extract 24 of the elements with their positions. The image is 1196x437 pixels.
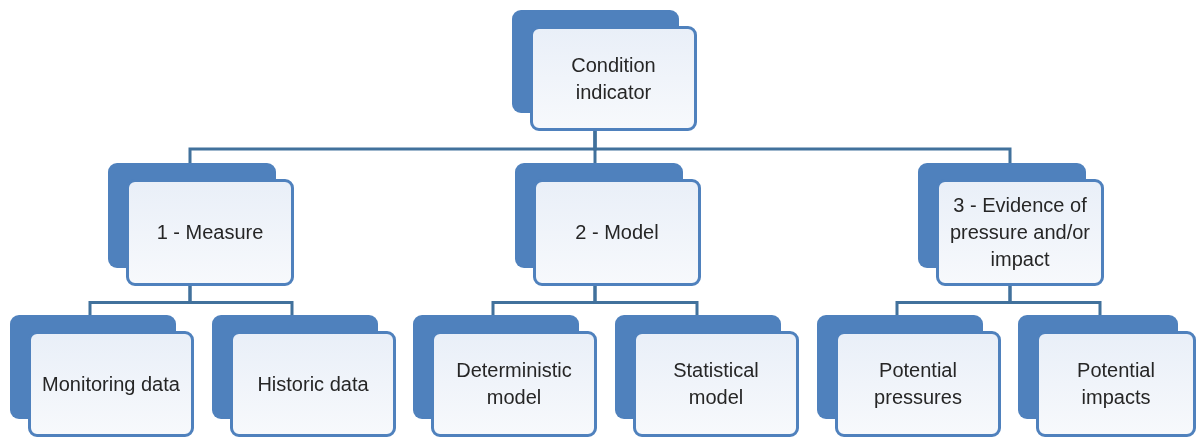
box-label: Condition indicator [570, 52, 657, 105]
stacked-box [10, 315, 194, 437]
stacked-box [918, 163, 1104, 286]
stacked-box [413, 315, 597, 437]
box-label: Monitoring data [42, 371, 180, 397]
stacked-box [515, 163, 701, 286]
box-label: Deterministic model [455, 358, 573, 410]
connector-line [1008, 286, 1102, 315]
box-label: 3 - Evidence of pressure and/or impact [948, 193, 1092, 272]
connector-line [593, 131, 1012, 163]
stacked-box [615, 315, 799, 437]
box-label: 2 - Model [575, 220, 659, 245]
stacked-box [817, 315, 1001, 437]
stacked-box [108, 163, 294, 286]
box-label: 1 - Measure [156, 220, 264, 245]
box-label: Potential pressures [873, 358, 963, 410]
stacked-box [512, 10, 697, 131]
stacked-box [1018, 315, 1196, 437]
connector-line [593, 286, 699, 315]
connector-line [188, 286, 294, 315]
box-label: Historic data [257, 371, 369, 397]
box-label: Potential impacts [1076, 358, 1156, 410]
stacked-box [212, 315, 396, 437]
box-label: Statistical model [672, 358, 760, 410]
